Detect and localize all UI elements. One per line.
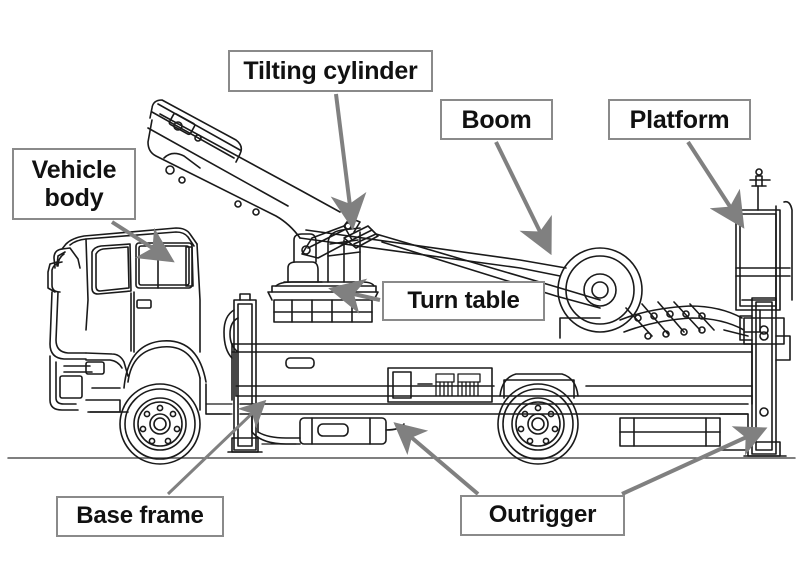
- platform-basket: [735, 168, 793, 345]
- leader-turn-table: [328, 278, 381, 314]
- leader-outrigger-rear: [621, 426, 768, 496]
- leader-outrigger-front: [393, 422, 480, 496]
- label-platform: Platform: [608, 99, 751, 140]
- front-wheel: [119, 383, 201, 465]
- label-boom-text: Boom: [461, 105, 532, 134]
- label-boom: Boom: [440, 99, 553, 140]
- label-turn-table: Turn table: [382, 281, 545, 321]
- leader-lines: [110, 93, 768, 496]
- label-base-frame-text: Base frame: [76, 502, 204, 530]
- label-outrigger-text: Outrigger: [488, 501, 597, 529]
- leader-vehicle-body: [110, 220, 175, 263]
- front-outrigger: [223, 293, 263, 453]
- boom: [147, 99, 749, 340]
- label-vehicle-body-line1: Vehicle: [31, 156, 117, 184]
- label-vehicle-body-line2: body: [44, 184, 104, 212]
- leader-base-frame: [166, 399, 267, 496]
- label-base-frame: Base frame: [56, 496, 224, 537]
- label-platform-text: Platform: [629, 105, 730, 134]
- label-tilting-cylinder: Tilting cylinder: [228, 50, 433, 92]
- leader-boom: [494, 141, 552, 256]
- truck-bed: [231, 343, 753, 451]
- leader-tilting-cylinder: [330, 93, 367, 230]
- truck-cab: [47, 227, 231, 415]
- label-outrigger: Outrigger: [460, 495, 625, 536]
- leader-platform: [686, 140, 745, 229]
- label-turn-table-text: Turn table: [407, 286, 520, 314]
- label-vehicle-body: Vehicle body: [12, 148, 136, 220]
- frame-details: [205, 403, 297, 445]
- rear-wheel: [497, 373, 579, 465]
- label-tilting-cylinder-text: Tilting cylinder: [243, 57, 418, 85]
